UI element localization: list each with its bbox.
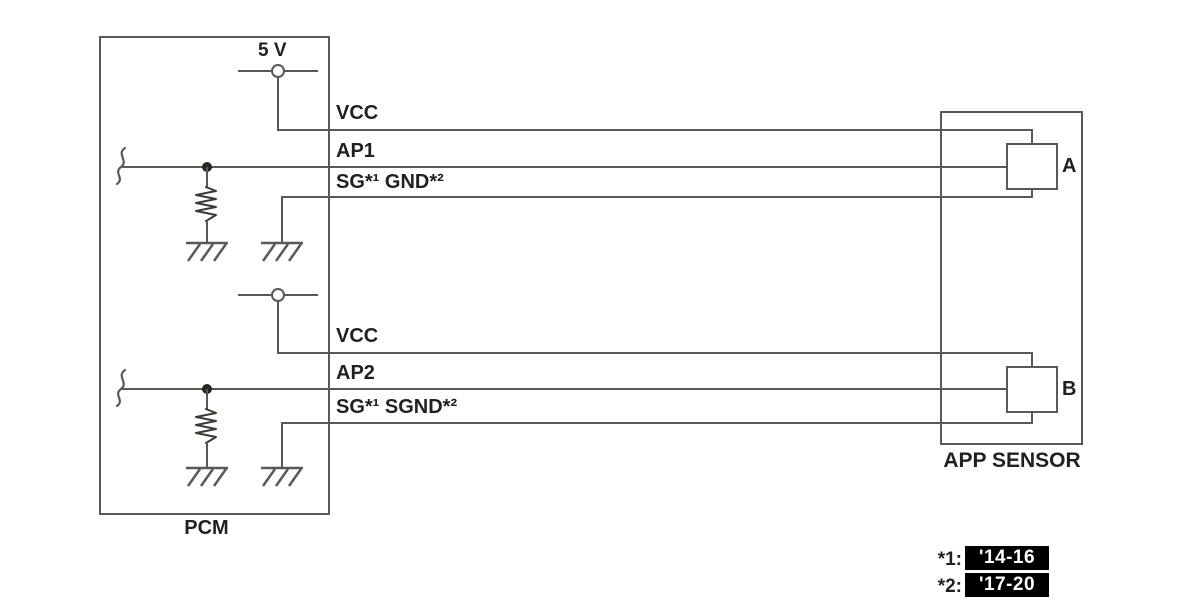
footnote-2-badge: '17-20 [965, 573, 1049, 597]
sg1-sensor-rise-wire [1031, 188, 1033, 198]
ap2-wire [122, 388, 1006, 390]
footnote-1-marker: *1: [937, 549, 962, 570]
connector-a-label: A [1062, 155, 1077, 177]
sg1-pcm-drop-wire [281, 196, 283, 243]
pcm-label: PCM [184, 517, 229, 539]
resistor2-top-wire [206, 389, 208, 409]
footnote-2-marker: *2: [937, 576, 962, 597]
wire-break-icon [115, 368, 127, 408]
vcc1-sensor-drop-wire [1031, 129, 1033, 145]
vcc2-wire [277, 352, 1033, 354]
ap1-wire [122, 166, 1006, 168]
app-sensor-box [940, 111, 1083, 445]
resistor1-bottom-wire [206, 220, 208, 243]
vcc2-drop-wire [277, 301, 279, 354]
ap1-label: AP1 [336, 140, 375, 162]
connector-b-block [1006, 366, 1058, 413]
sg2-pcm-drop-wire [281, 422, 283, 468]
wire-break-icon [115, 146, 127, 186]
vcc1-label: VCC [336, 102, 379, 124]
ground-icon [261, 241, 303, 262]
ap2-label: AP2 [336, 362, 375, 384]
app-sensor-label: APP SENSOR [943, 449, 1081, 472]
pcm-box [99, 36, 330, 515]
connector-a-block [1006, 143, 1058, 190]
ground-icon [186, 466, 228, 487]
connector-b-label: B [1062, 378, 1077, 400]
sg2-wire [281, 422, 1033, 424]
vcc1-drop-wire [277, 77, 279, 130]
ground-icon [186, 241, 228, 262]
resistor-icon [195, 186, 217, 222]
resistor1-top-wire [206, 167, 208, 187]
sg2-label: SG*¹ SGND*² [336, 396, 458, 418]
vcc2-sensor-drop-wire [1031, 352, 1033, 368]
supply-voltage-label: 5 V [258, 40, 287, 61]
sg1-label: SG*¹ GND*² [336, 171, 444, 193]
sg1-wire [281, 196, 1033, 198]
vcc2-label: VCC [336, 325, 379, 347]
ground-icon [261, 466, 303, 487]
footnote-1-badge: '14-16 [965, 546, 1049, 570]
vcc1-wire [277, 129, 1033, 131]
resistor-icon [195, 408, 217, 444]
resistor2-bottom-wire [206, 442, 208, 468]
sg2-sensor-rise-wire [1031, 412, 1033, 424]
